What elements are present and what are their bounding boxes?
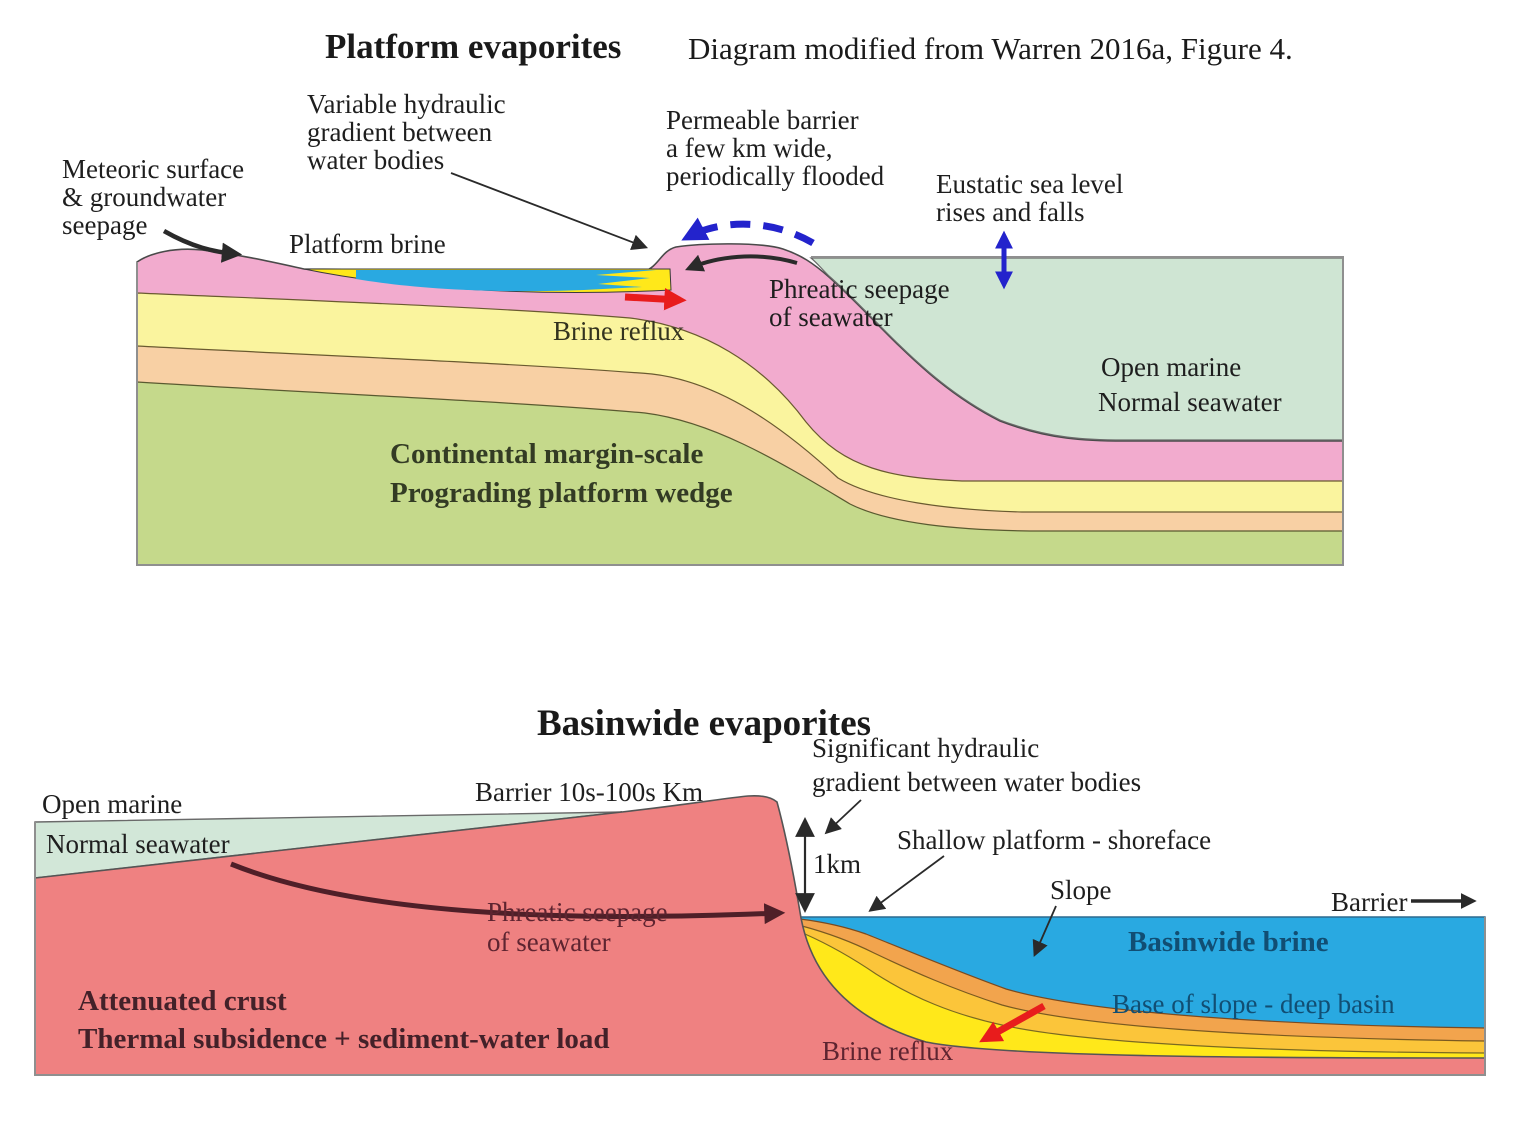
eustatic-label-line1: Eustatic sea level <box>936 169 1123 199</box>
open-marine-bottom-line1: Open marine <box>42 789 182 819</box>
phreatic-seepage-top-line1: Phreatic seepage <box>769 274 950 304</box>
slope-label: Slope <box>1050 875 1112 905</box>
platform-diagram: Meteoric surface & groundwater seepage V… <box>62 89 1344 566</box>
phreatic-seepage-bottom-line1: Phreatic seepage <box>487 897 668 927</box>
meteoric-label-line2: & groundwater <box>62 182 226 212</box>
variable-gradient-label-line2: gradient between <box>307 117 493 147</box>
variable-gradient-label-line1: Variable hydraulic <box>307 89 506 119</box>
basinwide-diagram: Basinwide evaporites Open marine Normal … <box>34 703 1486 1076</box>
basinwide-title: Basinwide evaporites <box>537 703 871 744</box>
base-of-slope-label: Base of slope - deep basin <box>1112 989 1395 1019</box>
meteoric-label-line1: Meteoric surface <box>62 154 244 184</box>
wedge-label-line1: Continental margin-scale <box>390 438 703 470</box>
eustatic-label-line2: rises and falls <box>936 197 1084 227</box>
basinwide-brine-label: Basinwide brine <box>1128 926 1329 958</box>
barrier-width-label: Barrier 10s-100s Km <box>475 777 703 807</box>
brine-reflux-label-top: Brine reflux <box>553 316 685 346</box>
variable-gradient-label-line3: water bodies <box>307 145 444 175</box>
platform-green-wedge <box>136 381 1344 566</box>
permeable-barrier-label-line3: periodically flooded <box>666 161 885 191</box>
meteoric-seepage-arrow <box>162 229 243 263</box>
open-marine-bottom-line2: Normal seawater <box>46 829 230 859</box>
lagoon-brine-water <box>356 270 656 292</box>
significant-gradient-line1: Significant hydraulic <box>812 733 1039 763</box>
meteoric-label-line3: seepage <box>62 210 147 240</box>
open-marine-top-line2: Normal seawater <box>1098 387 1282 417</box>
figure-credit: Diagram modified from Warren 2016a, Figu… <box>688 31 1293 66</box>
brine-reflux-arrow-bottom <box>979 1002 1046 1043</box>
shallow-platform-leader-arrow <box>868 855 945 912</box>
platform-brine-label: Platform brine <box>289 229 446 259</box>
brine-reflux-arrow-top <box>624 287 687 311</box>
one-km-label: 1km <box>813 849 861 879</box>
barrier-label: Barrier <box>1331 887 1407 917</box>
tidal-exchange-dashed-arrow <box>681 217 815 247</box>
phreatic-seepage-top-line2: of seawater <box>769 302 893 332</box>
platform-title: Platform evaporites <box>325 27 621 66</box>
seawater-inflow-arrow <box>685 254 798 272</box>
significant-gradient-leader-arrow <box>824 799 862 835</box>
basin-crust-red <box>34 794 1486 1076</box>
slope-leader-arrow <box>1032 905 1057 957</box>
phreatic-seepage-bottom-line2: of seawater <box>487 927 611 957</box>
permeable-barrier-label-line1: Permeable barrier <box>666 105 859 135</box>
attenuated-crust-line1: Attenuated crust <box>78 985 287 1017</box>
platform-border <box>136 256 1344 566</box>
phreatic-seepage-curved-arrow <box>230 861 786 925</box>
attenuated-crust-line2: Thermal subsidence + sediment-water load <box>78 1023 610 1055</box>
open-marine-top-line1: Open marine <box>1101 352 1241 382</box>
shallow-platform-label: Shallow platform - shoreface <box>897 825 1211 855</box>
wedge-label-line2: Prograding platform wedge <box>390 477 733 509</box>
variable-gradient-leader-arrow <box>450 172 649 250</box>
significant-gradient-line2: gradient between water bodies <box>812 767 1141 797</box>
basin-border <box>34 822 1486 1076</box>
platform-seawater <box>809 257 1344 441</box>
permeable-barrier-label-line2: a few km wide, <box>666 133 832 163</box>
brine-reflux-label-bottom: Brine reflux <box>822 1036 954 1066</box>
